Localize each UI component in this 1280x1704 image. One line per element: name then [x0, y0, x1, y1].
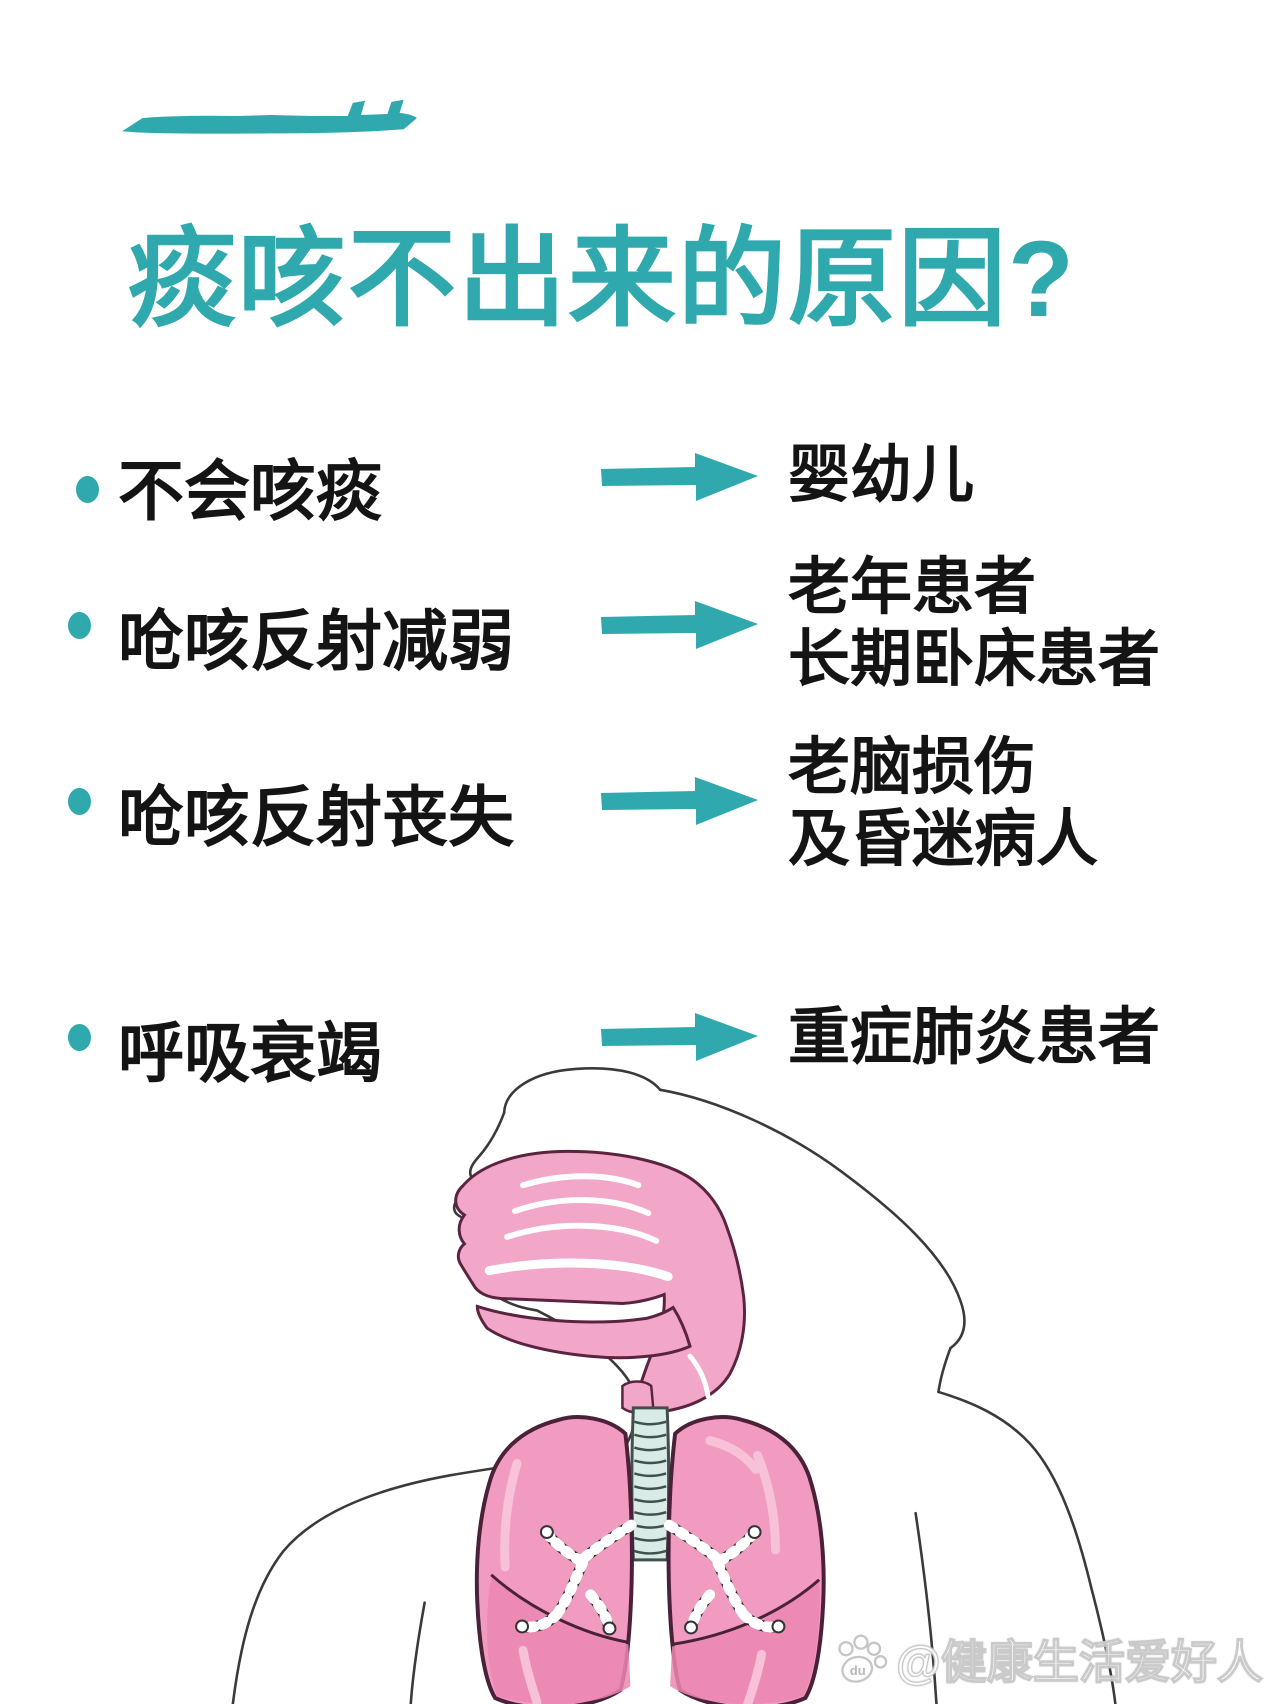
baidu-paw-icon: du — [838, 1634, 888, 1683]
respiratory-anatomy-illustration — [231, 1067, 1117, 1704]
bullet-dot-icon — [68, 788, 91, 815]
arrow-right-icon — [601, 453, 758, 501]
watermark-handle: @健康生活爱好人 — [895, 1635, 1263, 1688]
brush-stroke-icon — [122, 99, 417, 134]
cause-label: 呼吸衰竭 — [118, 1016, 382, 1090]
bullet-dot-icon — [68, 612, 91, 639]
bullet-dot-icon — [76, 476, 99, 503]
arrow-right-icon — [601, 777, 758, 825]
bullet-dot-icon — [68, 1024, 91, 1051]
trachea-shape — [630, 1406, 671, 1562]
cause-label: 不会咳痰 — [118, 454, 382, 528]
bronchi-left — [515, 1519, 637, 1636]
left-lung-shape — [474, 1415, 634, 1704]
airway-shape — [454, 1149, 747, 1414]
cause-label: 呛咳反射丧失 — [118, 780, 514, 854]
cause-label: 呛咳反射减弱 — [118, 604, 514, 678]
arrow-right-icon — [601, 601, 758, 649]
patient-group: 重症肺炎患者 — [788, 1003, 1161, 1072]
right-lung-shape — [666, 1415, 826, 1704]
bronchi-right — [663, 1519, 786, 1635]
arrow-right-icon — [601, 1013, 758, 1061]
paw-icon-label: du — [850, 1663, 866, 1678]
patient-group: 婴幼儿 — [788, 441, 975, 510]
page-title: 痰咳不出来的原因? — [128, 218, 1076, 339]
patient-group: 老脑损伤 及昏迷病人 — [788, 733, 1099, 874]
watermark: du @健康生活爱好人 — [832, 1626, 1264, 1692]
patient-group: 老年患者 长期卧床患者 — [788, 553, 1161, 694]
